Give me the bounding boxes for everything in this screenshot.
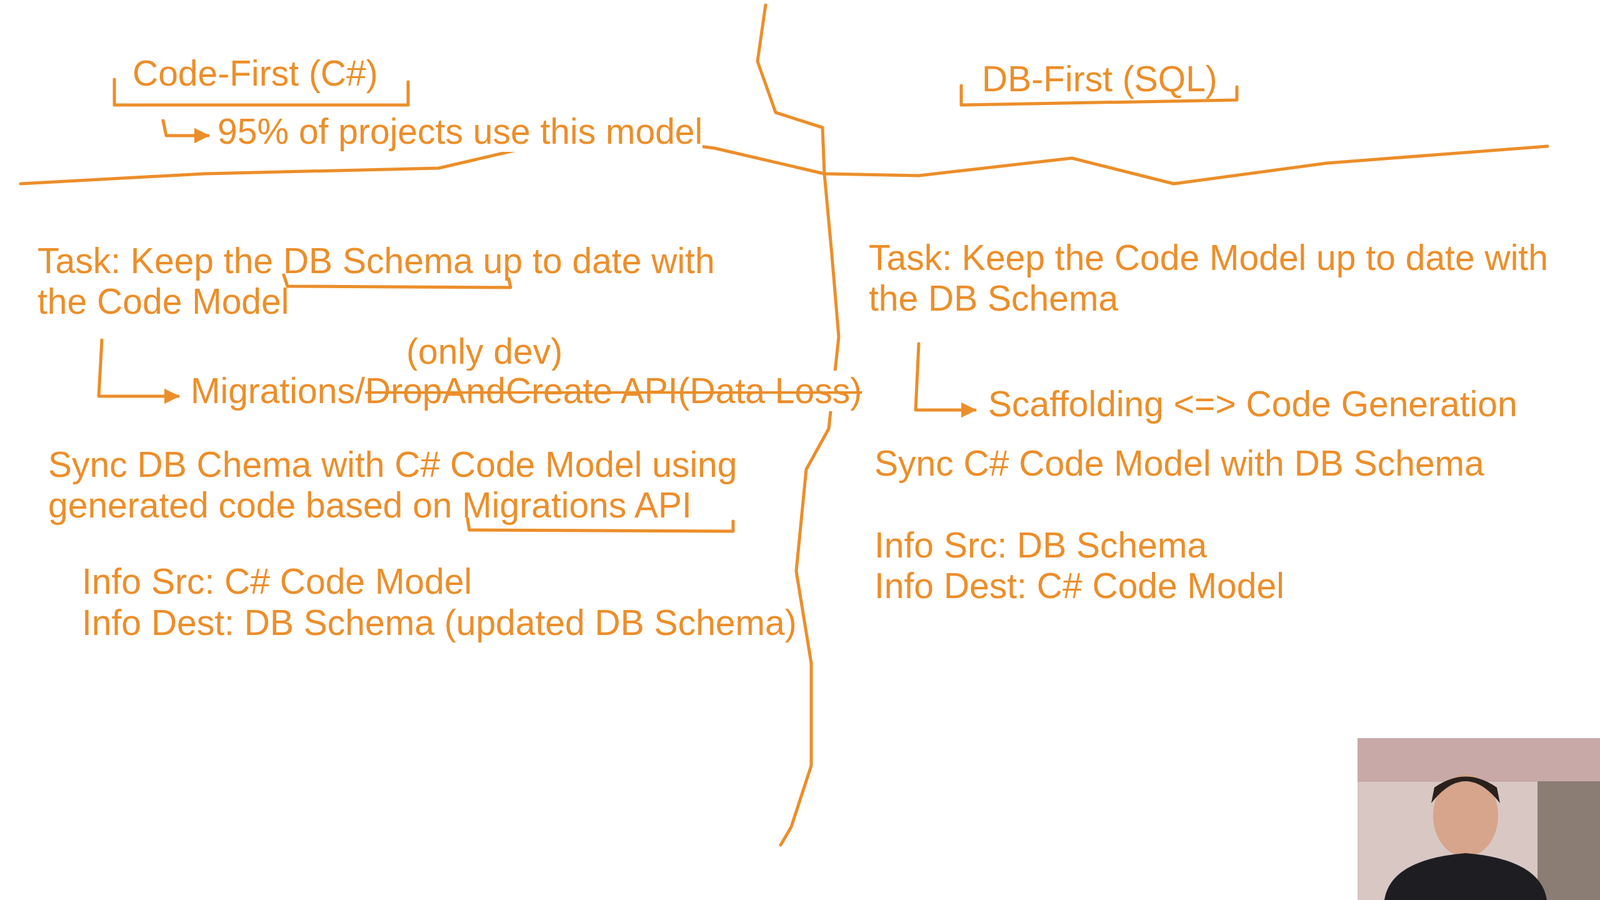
info-line: Info Src: DB Schema [874,525,1207,566]
description: Sync DB Chema with C# Code Model using g… [48,444,767,526]
arrow [163,120,209,136]
task-text: Task: Keep the DB Schema up to date with… [37,240,750,322]
method-name: Scaffolding <=> Code Generation [988,383,1518,425]
method-name: Migrations/ [190,370,365,412]
note: 95% of projects use this model [217,111,703,152]
arrow [98,340,179,397]
note: (only dev) [406,331,563,372]
vertical-divider [757,5,839,845]
info-line: Info Src: C# Code Model [81,561,472,602]
task-text: Task: Keep the Code Model up to date wit… [868,237,1582,319]
arrow [915,343,975,410]
struck-method: DropAndCreate API(Data Loss) [365,370,862,412]
info-line: Info Dest: DB Schema (updated DB Schema) [81,602,797,644]
webcam-overlay [1357,738,1600,900]
description: Sync C# Code Model with DB Schema [874,443,1485,484]
heading: DB-First (SQL) [981,58,1218,100]
heading: Code-First (C#) [132,53,379,94]
info-line: Info Dest: C# Code Model [874,565,1285,607]
